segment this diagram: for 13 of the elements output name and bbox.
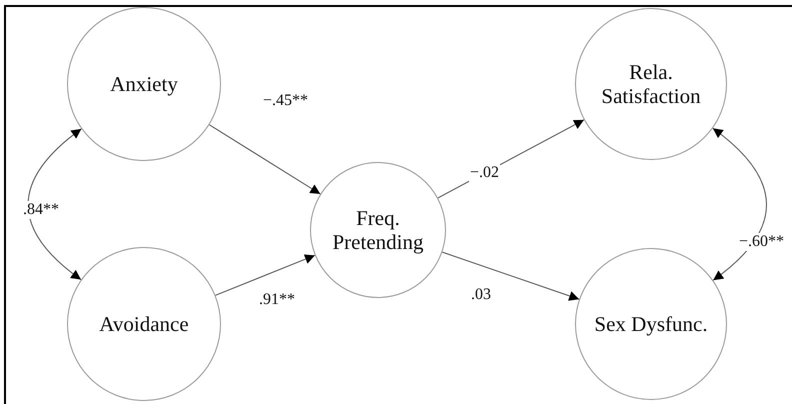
node-label: Sex Dysfunc. <box>594 312 708 336</box>
node-label: Anxiety <box>110 72 178 96</box>
edge-label: −.60** <box>738 233 786 251</box>
node-label: Avoidance <box>99 312 189 336</box>
node-label: Rela. Satisfaction <box>600 60 702 108</box>
arrow <box>208 124 321 194</box>
node-label: Freq. Pretending <box>332 206 424 254</box>
arrow <box>442 252 580 301</box>
arrow <box>712 128 767 281</box>
edge-label: −.02 <box>469 164 500 182</box>
arrow <box>28 128 82 280</box>
edge-label: .84** <box>22 201 60 219</box>
arrow <box>214 254 316 296</box>
